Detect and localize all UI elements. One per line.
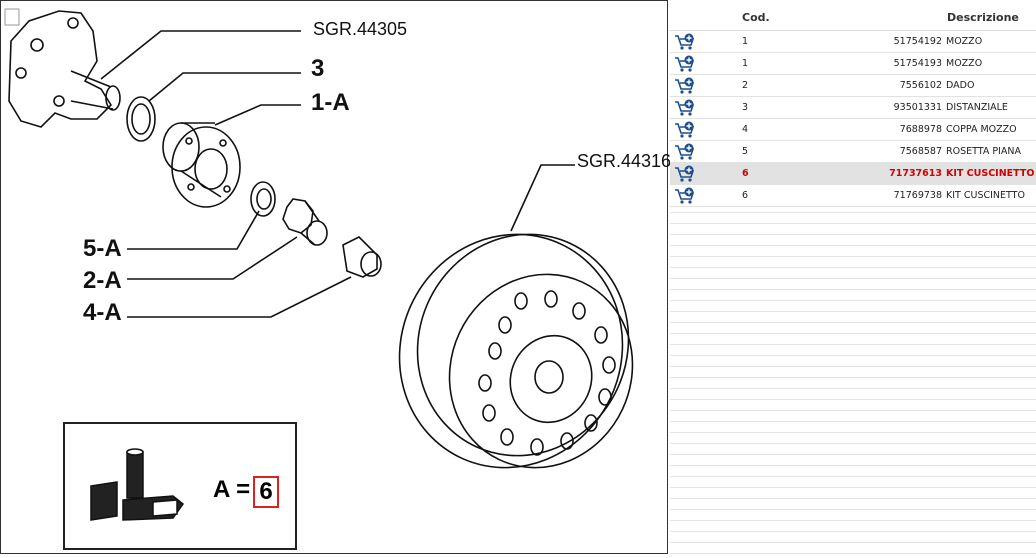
add-to-cart-button[interactable]	[670, 52, 716, 75]
diagram-drawing	[4, 8, 634, 469]
row-position: 4	[716, 118, 822, 141]
row-position: 1	[716, 30, 822, 53]
row-code: 71769738	[822, 184, 946, 207]
add-to-cart-icon	[675, 143, 695, 160]
table-header-row: Cod. Descrizione	[670, 4, 1036, 31]
add-to-cart-icon	[675, 99, 695, 116]
add-to-cart-icon	[675, 165, 695, 182]
row-code: 93501331	[822, 96, 946, 119]
add-to-cart-button[interactable]	[670, 96, 716, 119]
row-description: COPPA MOZZO	[946, 118, 1036, 141]
row-code: 7568587	[822, 140, 946, 163]
add-to-cart-button[interactable]	[670, 140, 716, 163]
add-to-cart-button[interactable]	[670, 74, 716, 97]
row-position: 2	[716, 74, 822, 97]
add-to-cart-button[interactable]	[670, 162, 716, 185]
row-position: 6	[716, 162, 822, 185]
exploded-parts-diagram: SGR.44305 SGR.44316 3 1-A 5-A 2-A 4-A A …	[0, 0, 672, 554]
header-spacer	[822, 4, 946, 31]
ref-2a: 2-A	[83, 267, 122, 294]
ref-1a: 1-A	[311, 89, 350, 116]
add-to-cart-icon	[675, 121, 695, 138]
ref-4a: 4-A	[83, 299, 122, 326]
row-description: KIT CUSCINETTO	[946, 162, 1036, 185]
add-to-cart-icon	[675, 55, 695, 72]
ref-3: 3	[311, 55, 325, 82]
kit-legend: A = 6	[63, 422, 297, 550]
add-to-cart-icon	[675, 77, 695, 94]
row-description: MOZZO	[946, 52, 1036, 75]
add-to-cart-icon	[675, 187, 695, 204]
row-code: 7556102	[822, 74, 946, 97]
add-to-cart-icon	[675, 33, 695, 50]
header-desc: Descrizione	[946, 4, 1036, 31]
row-position: 3	[716, 96, 822, 119]
ref-5a: 5-A	[83, 235, 122, 262]
header-cod: Cod.	[716, 4, 822, 31]
add-to-cart-button[interactable]	[670, 30, 716, 53]
legend-text: A =	[213, 476, 251, 503]
ref-sgr-44316: SGR.44316	[577, 151, 672, 171]
row-code: 7688978	[822, 118, 946, 141]
row-position: 5	[716, 140, 822, 163]
row-position: 1	[716, 52, 822, 75]
row-description: KIT CUSCINETTO	[946, 184, 1036, 207]
row-description: ROSETTA PIANA	[946, 140, 1036, 163]
row-description: MOZZO	[946, 30, 1036, 53]
row-position: 6	[716, 184, 822, 207]
header-icon	[670, 4, 716, 31]
ref-sgr-44305: SGR.44305	[313, 19, 408, 39]
add-to-cart-button[interactable]	[670, 184, 716, 207]
row-code: 71737613	[822, 162, 946, 185]
kit-box-icon	[90, 448, 185, 521]
legend-value-box: 6	[253, 476, 279, 508]
add-to-cart-button[interactable]	[670, 118, 716, 141]
row-description: DISTANZIALE	[946, 96, 1036, 119]
row-code: 51754193	[822, 52, 946, 75]
row-description: DADO	[946, 74, 1036, 97]
row-code: 51754192	[822, 30, 946, 53]
